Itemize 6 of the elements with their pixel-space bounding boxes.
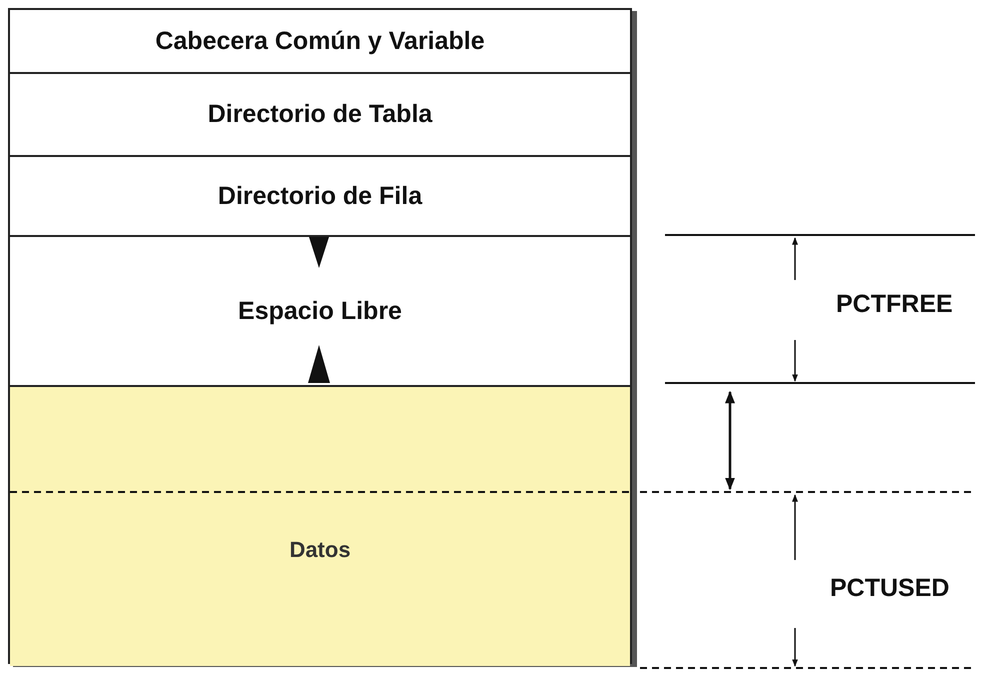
data-section: Datos — [10, 387, 630, 666]
header-section: Cabecera Común y Variable — [10, 10, 630, 74]
table-directory-section: Directorio de Tabla — [10, 74, 630, 157]
dimension-label: PCTFREE — [836, 290, 953, 319]
row-directory-section: Directorio de Fila — [10, 157, 630, 237]
dimension-label: PCTUSED — [830, 574, 950, 603]
